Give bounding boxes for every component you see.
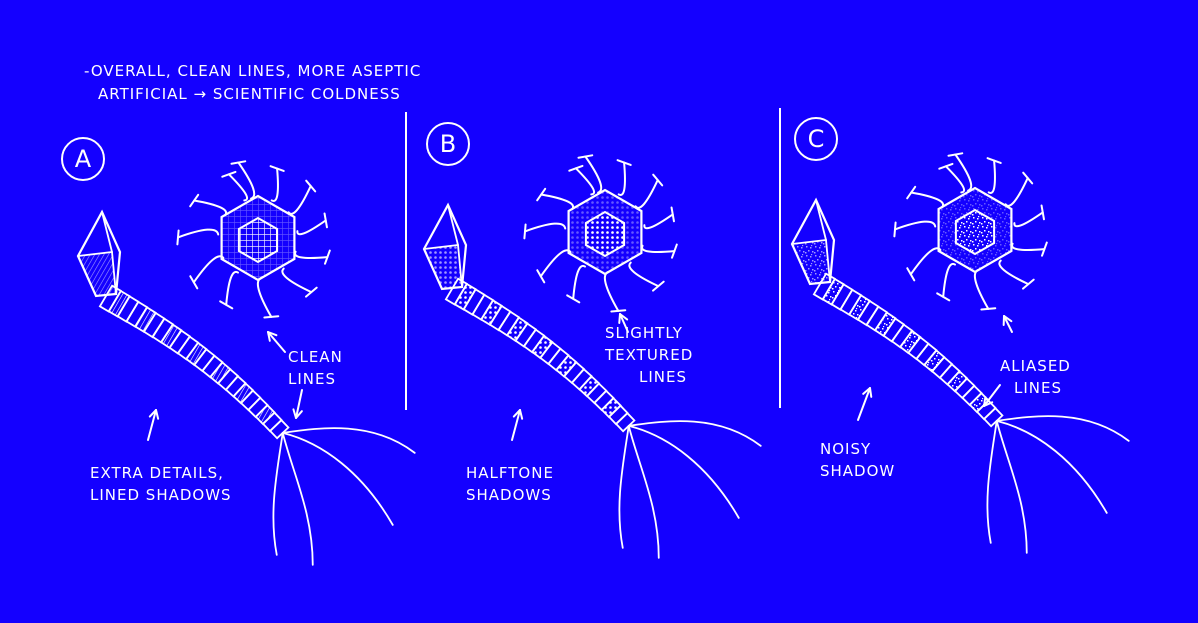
dendrite [540,193,575,211]
nucleus [954,208,996,256]
nucleus [237,216,279,264]
arrow [1002,315,1013,333]
arrow [857,387,873,421]
dendrite [1013,211,1044,228]
axon-tail [995,419,1028,554]
axon-head-shade [424,245,462,289]
dendrite [296,219,327,236]
annotation-slightly-textured-lines: slightly textured lines [605,324,694,386]
arrow [267,331,286,353]
axon-tail [281,431,394,526]
dendrite [954,153,973,192]
arrow [147,409,160,441]
dendrite [177,228,220,239]
annotation-aliased-lines: aliased lines [1000,357,1071,397]
dendrite [192,255,225,284]
neuron-b [523,154,678,313]
annotation-halftone-shadows: halftone shadows [466,464,554,504]
dendrite [641,244,676,253]
axon-head-shade [78,252,116,296]
dendrite [270,167,279,202]
dendrite [643,213,674,230]
dendrite [1011,242,1046,251]
annotation-extra-details: extra details, lined shadows [90,464,232,504]
axon-tail [281,431,314,566]
dendrite [944,165,966,194]
axon-tail [995,415,1130,442]
panel-label-b: B [426,122,470,166]
dendrite [281,267,313,294]
dendrite [998,259,1030,286]
dendrite [603,270,620,312]
axon-segment [268,418,290,440]
annotation-clean-lines: clean lines [288,348,343,388]
dendrite [256,276,273,318]
note-line-1: -overall, clean lines, more aseptic [84,62,422,80]
axon-tail [627,424,660,559]
dendrite [539,249,572,278]
dendrite [634,179,659,209]
dendrite [294,250,329,259]
axon-c [790,197,1130,554]
axon-tail [627,424,740,519]
axon-tail [995,419,1108,514]
dendrite [987,159,996,194]
dendrite [193,199,228,217]
arrow [511,409,524,441]
axon-tail [272,431,284,556]
axon-tail [281,427,416,454]
axon-tail [986,419,998,544]
dendrite [574,167,596,196]
dendrite [287,185,312,215]
neuron-c [893,152,1048,311]
axon-head-shade [792,240,830,284]
axon-tail [618,424,630,549]
dendrite [572,264,586,300]
axon-b [422,202,762,559]
neuron-a [176,160,331,319]
axon-segment [614,411,636,433]
panel-label-a: A [61,137,105,181]
axon-a [76,209,416,566]
dendrite [909,247,942,276]
note-line-2: artificial → scientific coldness [98,85,401,103]
nucleus [584,210,626,258]
dendrite [942,262,956,298]
annotation-noisy-shadow: noisy shadow [820,440,896,480]
dendrite [617,161,626,196]
arrow [618,313,629,333]
dendrite [894,220,937,231]
dendrite [584,155,603,194]
dendrite [237,161,256,200]
arrow [983,384,1001,407]
panel-label-c: C [794,117,838,161]
axon-tail [627,420,762,447]
dendrite [910,191,945,209]
dendrite [973,268,990,310]
dendrite [1004,177,1029,207]
dendrite [225,270,239,306]
arrow [292,389,303,419]
dendrite [628,261,660,288]
axon-segment [982,406,1004,428]
dendrite [227,173,249,202]
dendrite [524,222,567,233]
